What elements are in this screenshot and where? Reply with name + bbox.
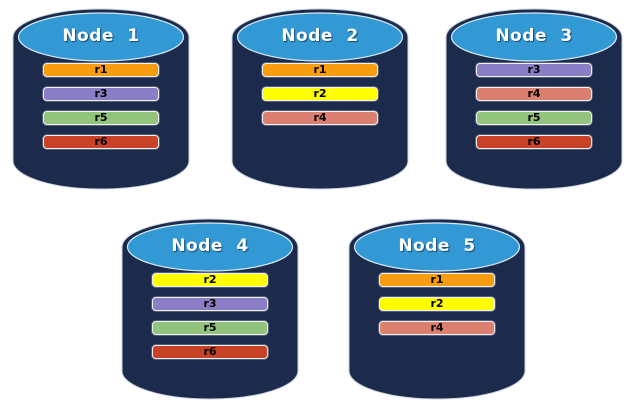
replica-bar: r4	[476, 87, 592, 101]
replica-bar: r1	[262, 63, 378, 77]
node-1: Node 1 r1 r3 r5 r6	[12, 8, 190, 190]
node-2: Node 2 r1 r2 r4	[231, 8, 409, 190]
replica-bar: r3	[43, 87, 159, 101]
node-5: Node 5 r1 r2 r4	[348, 218, 526, 400]
replica-bar: r2	[262, 87, 378, 101]
node-title: Node 4	[171, 236, 249, 256]
replica-list: r2 r3 r5 r6	[152, 273, 268, 359]
replica-label: r5	[203, 321, 217, 334]
replica-label: r3	[94, 87, 108, 100]
replica-bar: r5	[43, 111, 159, 125]
replica-bar: r6	[152, 345, 268, 359]
node-title: Node 2	[281, 26, 359, 46]
replica-label: r5	[527, 111, 541, 124]
replica-bar: r1	[43, 63, 159, 77]
replica-label: r1	[94, 63, 108, 76]
replica-label: r6	[203, 345, 217, 358]
replica-label: r3	[527, 63, 541, 76]
replica-list: r1 r3 r5 r6	[43, 63, 159, 149]
node-4: Node 4 r2 r3 r5 r6	[121, 218, 299, 400]
replica-label: r5	[94, 111, 108, 124]
replica-list: r1 r2 r4	[262, 63, 378, 125]
replica-label: r4	[313, 111, 327, 124]
cylinder-top	[450, 12, 618, 62]
cylinder-top	[126, 222, 294, 272]
replica-label: r2	[430, 297, 444, 310]
replica-bar: r5	[152, 321, 268, 335]
cylinder-top	[17, 12, 185, 62]
replica-label: r2	[313, 87, 327, 100]
replica-bar: r3	[476, 63, 592, 77]
replica-bar: r3	[152, 297, 268, 311]
replica-bar: r6	[43, 135, 159, 149]
replica-bar: r1	[379, 273, 495, 287]
replica-label: r4	[527, 87, 541, 100]
replica-label: r6	[94, 135, 108, 148]
replica-list: r3 r4 r5 r6	[476, 63, 592, 149]
node-title: Node 5	[398, 236, 476, 256]
replica-bar: r5	[476, 111, 592, 125]
node-title: Node 3	[495, 26, 573, 46]
replica-bar: r2	[152, 273, 268, 287]
replica-label: r3	[203, 297, 217, 310]
cylinder-top	[236, 12, 404, 62]
replica-list: r1 r2 r4	[379, 273, 495, 335]
replica-bar: r4	[262, 111, 378, 125]
cylinder-top	[353, 222, 521, 272]
replica-label: r1	[430, 273, 444, 286]
replica-label: r6	[527, 135, 541, 148]
replica-bar: r6	[476, 135, 592, 149]
replica-label: r2	[203, 273, 217, 286]
replica-label: r4	[430, 321, 444, 334]
node-3: Node 3 r3 r4 r5 r6	[445, 8, 623, 190]
replica-bar: r2	[379, 297, 495, 311]
node-title: Node 1	[62, 26, 140, 46]
replica-label: r1	[313, 63, 327, 76]
replica-bar: r4	[379, 321, 495, 335]
